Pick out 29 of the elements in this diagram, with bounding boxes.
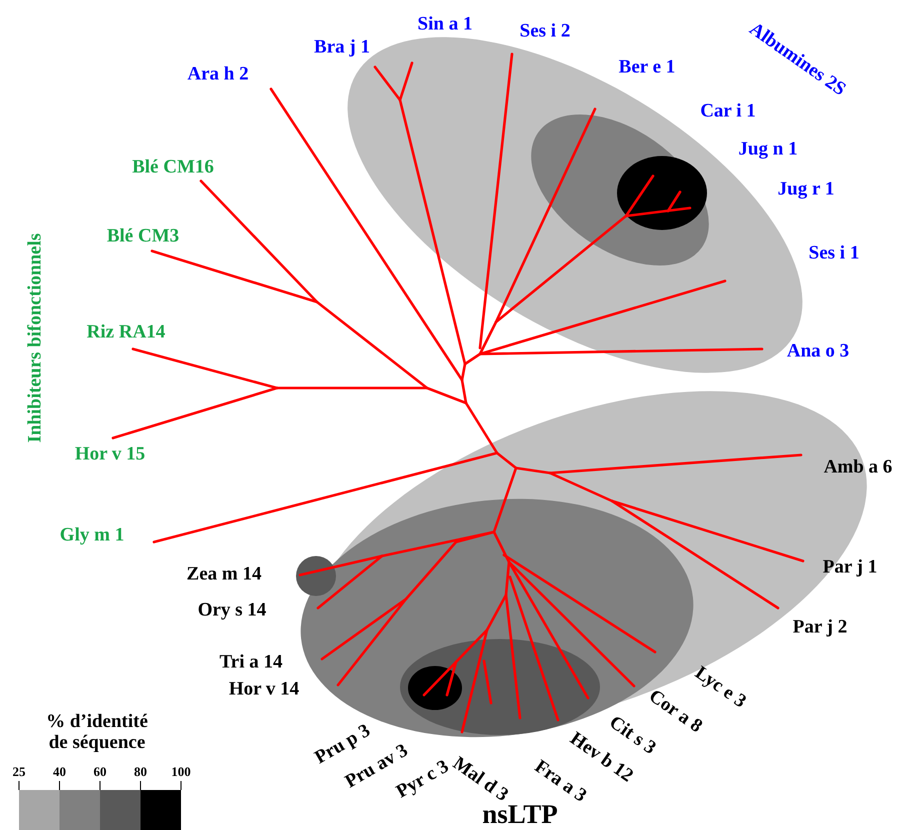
leaf-label: Blé CM3 [106,226,180,248]
leaf-label: Bra j 1 [314,38,370,58]
scale-title: % d’identité de séquence [45,712,149,754]
scale-tick-label: 25 [12,764,26,780]
leaf-label: Zea m 14 [186,564,262,586]
group-label: Inhibiteurs bifonctionnels [26,233,46,443]
leaf-label: Blé CM16 [132,158,214,178]
leaf-label: Amb a 6 [824,458,892,478]
leaf-label: Hor v 15 [74,444,146,466]
leaf-label: Riz RA14 [86,322,166,344]
leaf-label: Hor v 14 [228,680,300,700]
leaf-label: Car i 1 [700,102,756,122]
leaf-label: Par j 1 [822,558,878,578]
scale-tick-label: 80 [134,764,147,780]
leaf-label: Ses i 1 [808,244,860,264]
leaf-label: Jug r 1 [778,180,834,200]
leaf-label: Ory s 14 [198,600,266,622]
leaf-label: Tri a 14 [220,652,282,674]
leaf-label: Sin a 1 [418,14,472,36]
leaf-label: Ana o 3 [786,342,850,362]
scale-tick-label: 60 [94,764,106,780]
leaf-label: Par j 2 [792,618,848,638]
leaf-label: Ara h 2 [187,64,249,86]
leaf-label: Ber e 1 [618,58,676,78]
leaf-label: Ses i 2 [520,22,570,42]
scale-tick-label: 100 [171,764,191,780]
leaf-label: Gly m 1 [60,526,124,546]
leaf-label: Jug n 1 [738,140,798,160]
scale-tick-label: 40 [53,764,66,780]
